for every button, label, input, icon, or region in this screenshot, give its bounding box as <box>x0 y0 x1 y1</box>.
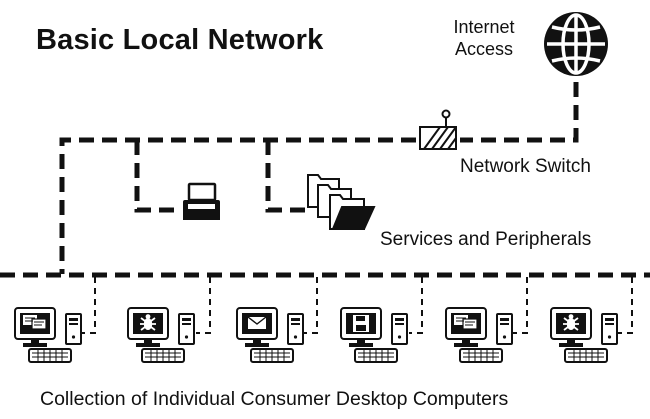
switch-backbone-cable <box>59 137 416 274</box>
network-switch-icon <box>419 109 457 150</box>
desktop-computer <box>127 307 195 363</box>
computers-caption: Collection of Individual Consumer Deskto… <box>40 388 509 410</box>
desktop-computer <box>340 307 408 363</box>
network-cables <box>0 82 650 278</box>
diagram-title: Basic Local Network <box>36 24 324 56</box>
printer-cable <box>134 140 182 213</box>
desktop-computer <box>550 307 618 363</box>
services-label: Services and Peripherals <box>380 229 592 250</box>
globe-icon <box>544 12 608 76</box>
computer-drop-cables <box>82 277 633 334</box>
internet-label-line2: Access <box>454 39 514 59</box>
folders-icon <box>307 174 376 230</box>
printer-icon <box>183 182 220 220</box>
floppy-disk-icon <box>353 315 369 332</box>
internet-access-label: Internet Access <box>440 16 528 60</box>
server-cable <box>265 140 310 213</box>
internet-uplink-cable <box>460 82 579 143</box>
mail-envelope-icon <box>247 316 267 330</box>
desktop-computer <box>236 307 304 363</box>
desktop-computer <box>445 307 513 363</box>
internet-label-line1: Internet <box>453 17 515 37</box>
desktop-computer <box>14 307 82 363</box>
network-switch-label: Network Switch <box>460 156 591 177</box>
